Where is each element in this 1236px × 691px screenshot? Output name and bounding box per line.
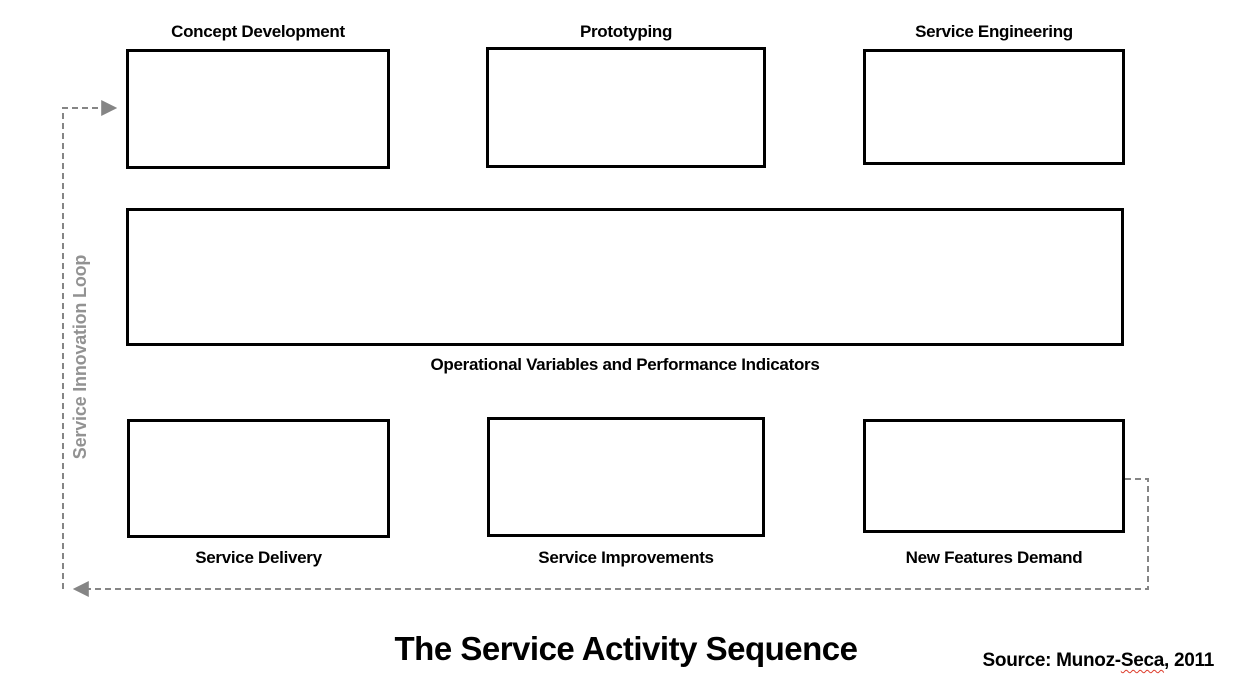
source-text-prefix: Source: Munoz-: [982, 650, 1122, 671]
service-engineering-label: Service Engineering: [915, 22, 1073, 41]
page-title: The Service Activity Sequence: [394, 630, 859, 667]
new-features-demand-box: [863, 419, 1125, 533]
service-improvements-box: [487, 417, 765, 537]
source-text-suffix: , 2011: [1164, 650, 1214, 671]
prototyping-label: Prototyping: [579, 22, 673, 41]
source-caption: Source: Munoz-Seca, 2011: [982, 650, 1215, 672]
prototyping-box: [486, 47, 766, 168]
new-features-demand-label: New Features Demand: [905, 548, 1083, 567]
operational-variables-box: [126, 208, 1124, 346]
concept-development-label: Concept Development: [171, 22, 345, 41]
source-flagged-word: Seca: [1120, 650, 1165, 671]
concept-development-box: [126, 49, 390, 169]
operational-variables-label: Operational Variables and Performance In…: [430, 355, 820, 374]
service-engineering-box: [863, 49, 1125, 165]
service-delivery-box: [127, 419, 390, 538]
service-improvements-label: Service Improvements: [538, 548, 714, 567]
service-delivery-label: Service Delivery: [195, 548, 322, 567]
service-innovation-loop-label: Service Innovation Loop: [70, 254, 90, 460]
